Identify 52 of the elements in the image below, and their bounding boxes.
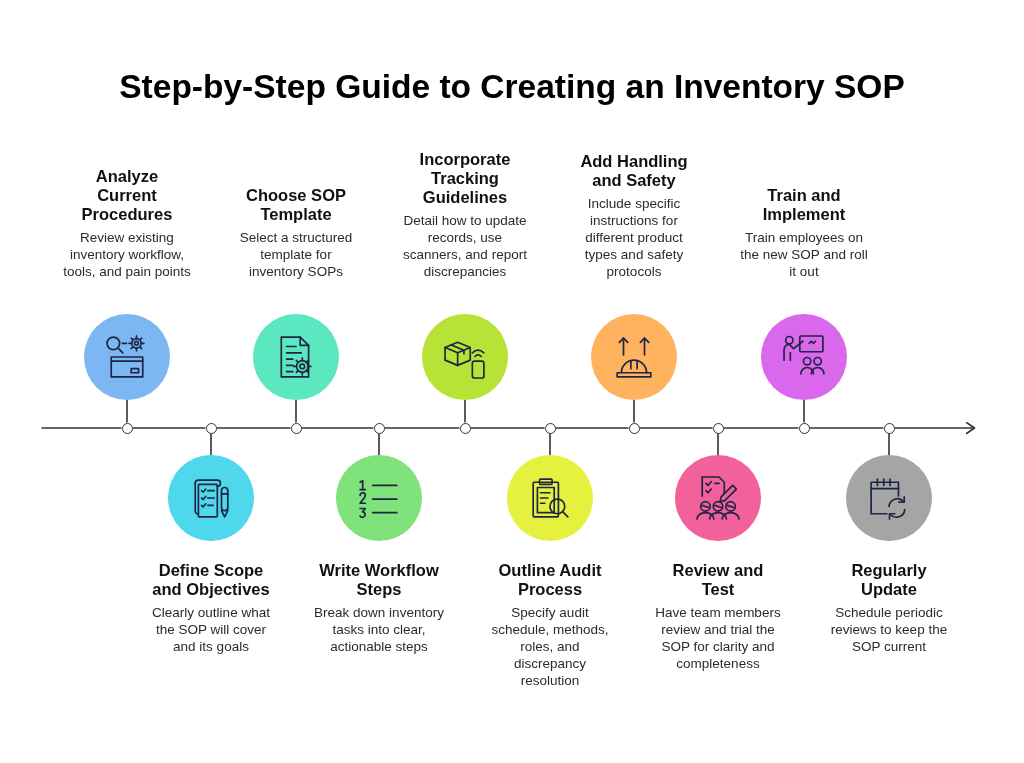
timeline-dot [544, 422, 556, 434]
step-title: Regularly Update [850, 561, 928, 599]
timeline-line [215, 427, 292, 429]
timeline-dot [798, 422, 810, 434]
connector-line [888, 432, 890, 456]
step-description: Schedule periodic reviews to keep the SOP current [829, 604, 949, 655]
step-description: Clearly outline what the SOP will cover and its goals [151, 604, 271, 655]
step-description: Specify audit schedule, methods, roles, and discrepancy resolution [490, 604, 610, 689]
timeline-line [383, 427, 461, 429]
step-description: Train employees on the new SOP and roll it out [739, 229, 869, 280]
timeline-line [131, 427, 207, 429]
timeline-line [40, 427, 123, 429]
connector-line [378, 432, 380, 456]
timeline-dot [373, 422, 385, 434]
step-description: Review existing inventory workflow, tools, and pain points [62, 229, 192, 280]
step-title: Review and Test [671, 561, 765, 599]
step-title: Define Scope and Objectives [151, 561, 271, 599]
timeline-dot [628, 422, 640, 434]
timeline-dot [121, 422, 133, 434]
timeline-dot [883, 422, 895, 434]
step-description: Have team members review and trial the SOP for clarity and completeness [654, 604, 782, 672]
timeline-line [554, 427, 630, 429]
step-title: Analyze Current Procedures [80, 167, 174, 224]
timeline-line [808, 427, 885, 429]
connector-line [549, 432, 551, 456]
step-title: Add Handling and Safety [579, 152, 689, 190]
step-title: Outline Audit Process [497, 561, 603, 599]
connector-line [464, 399, 466, 424]
timeline-line [638, 427, 714, 429]
step-description: Detail how to update records, use scanners, and report discrepancies [402, 212, 528, 280]
timeline-dot [712, 422, 724, 434]
step-description: Select a structured template for inventory SOPs [238, 229, 354, 280]
step-title: Train and Implement [761, 186, 847, 224]
connector-line [210, 432, 212, 456]
timeline-line [300, 427, 375, 429]
step-title: Choose SOP Template [245, 186, 347, 224]
diagram-title: Step-by-Step Guide to Creating an Inventory SOP [119, 67, 905, 107]
timeline-line [469, 427, 546, 429]
connector-line [295, 399, 297, 424]
timeline-dot [290, 422, 302, 434]
step-title: Write Workflow Steps [318, 561, 440, 599]
timeline-arrow [893, 421, 976, 435]
step-description: Break down inventory tasks into clear, actionable steps [313, 604, 445, 655]
timeline-dot [205, 422, 217, 434]
connector-line [633, 399, 635, 424]
timeline-dot [459, 422, 471, 434]
connector-line [126, 399, 128, 424]
step-title: Incorporate Tracking Guidelines [418, 150, 512, 207]
timeline-line [722, 427, 800, 429]
connector-line [803, 399, 805, 424]
connector-line [717, 432, 719, 456]
step-description: Include specific instructions for different product types and safety protocols [583, 195, 685, 280]
